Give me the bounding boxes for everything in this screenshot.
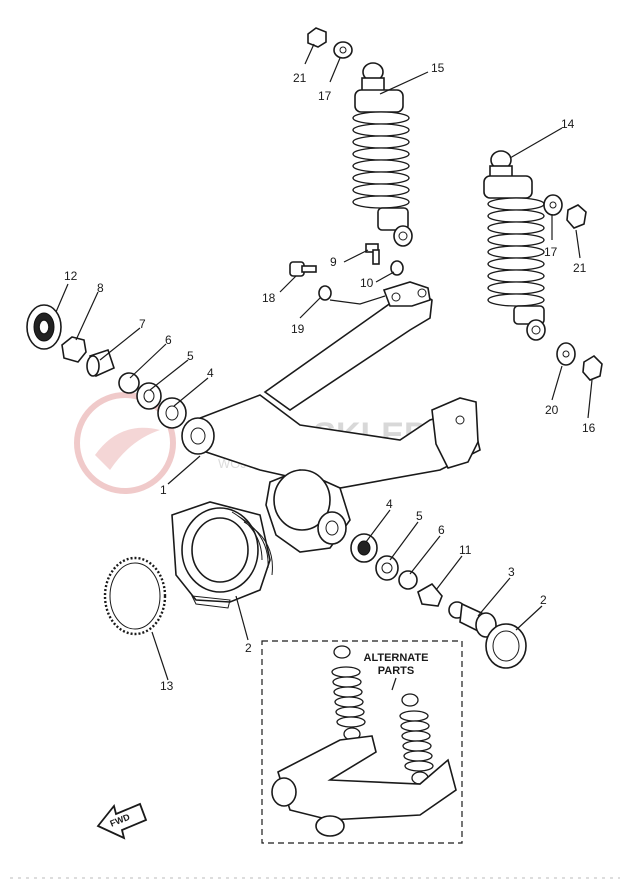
callout-5-right: 5 [416,509,423,523]
callout-21-top: 21 [293,71,307,85]
fwd-arrow-icon: FWD [96,802,148,840]
alternate-parts-title-line1: ALTERNATE [364,652,429,664]
nut-8 [61,336,87,363]
nut-21-right [566,204,587,229]
callout-6-left: 6 [165,333,172,347]
washer-17-top [333,41,353,59]
callout-20: 20 [545,403,559,417]
alternate-parts-title-line2: PARTS [378,665,414,677]
callout-10: 10 [360,276,374,290]
rubber-boot-2 [171,501,273,609]
callout-17-top: 17 [318,89,332,103]
callout-6-right: 6 [438,523,445,537]
callout-12: 12 [64,269,78,283]
shock-absorber-15 [352,62,413,247]
band-13 [103,556,167,636]
swing-arm [181,281,481,553]
shock-absorber-14 [483,150,546,341]
nut-21-top [307,27,327,48]
bolt-9 [365,243,380,265]
watermark-logo-swoosh-icon [95,427,160,470]
washer-20 [556,342,576,366]
callout-4-left: 4 [207,366,214,380]
collar-6-left [118,372,140,394]
callout-9: 9 [330,255,337,269]
dust-seal-12 [26,304,62,350]
washer-19 [318,285,332,301]
alternate-parts-box: ALTERNATE PARTS [261,640,463,844]
callout-8: 8 [97,281,104,295]
callout-13: 13 [160,679,174,693]
callout-5-left: 5 [187,349,194,363]
pivot-shaft-7 [86,348,115,378]
callout-3: 3 [508,565,515,579]
bearing-4-left [157,397,187,429]
bearing-5-right [375,555,399,581]
washer-17-right [543,194,563,216]
callout-4-right: 4 [386,497,393,511]
callout-19: 19 [291,322,305,336]
cap-2 [485,623,527,669]
callout-11: 11 [459,543,472,557]
leader-lines [55,43,593,681]
callout-21-right: 21 [573,261,587,275]
bearing-5-left [136,382,162,410]
callout-2-cap: 2 [540,593,547,607]
callout-1: 1 [160,483,167,497]
callout-17-right: 17 [544,245,558,259]
callout-14: 14 [561,117,575,131]
callout-15: 15 [431,61,445,75]
watermark-logo-icon [74,392,176,494]
callout-numbers: 21 17 15 14 17 21 9 10 18 19 12 8 7 6 5 … [64,61,596,693]
callout-7: 7 [139,317,146,331]
callout-2-boot: 2 [245,641,252,655]
callout-16: 16 [582,421,596,435]
washer-10 [390,260,404,276]
pivot-shaft-3 [448,601,497,638]
callout-18: 18 [262,291,276,305]
collar-6-right [398,570,418,590]
bolt-18 [289,261,317,277]
nut-16 [582,354,603,381]
